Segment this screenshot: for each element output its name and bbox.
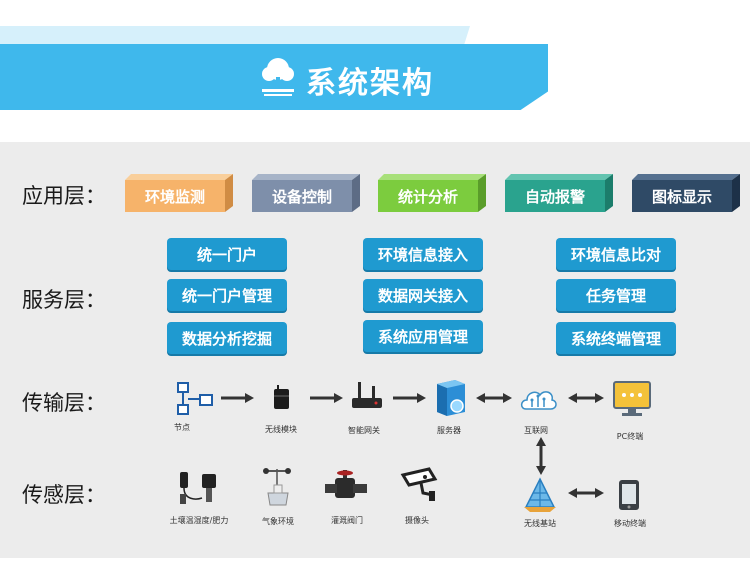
module-chart-display[interactable]: 图标显示 [632,174,742,214]
module-statistics[interactable]: 统计分析 [378,174,488,214]
layer-label-transmission: 传输层： [22,391,106,415]
valve-caption: 灌溉阀门 [331,516,363,525]
module-label: 图标显示 [632,180,732,212]
service-portal-management[interactable]: 统一门户管理 [167,279,287,311]
service-task-management[interactable]: 任务管理 [556,279,676,311]
mobile-icon [619,480,639,510]
soil-sensor-icon [180,472,216,504]
server-icon [437,380,465,416]
page-title: 系统架构 [306,66,434,101]
double-arrow-icon [476,393,512,403]
service-gateway-access[interactable]: 数据网关接入 [363,279,483,311]
weather-station-icon [263,468,291,506]
module-label: 统计分析 [378,180,478,212]
server-caption: 服务器 [437,426,461,435]
wireless-module-caption: 无线模块 [265,425,297,434]
layer-label-service: 服务层： [22,288,106,312]
module-device-control[interactable]: 设备控制 [252,174,362,214]
module-environment-monitoring[interactable]: 环境监测 [125,174,235,214]
tree-logo-icon [262,58,294,96]
arrow-right-icon [310,393,343,403]
cloud-icon [520,391,557,410]
pc-icon [613,381,651,416]
base-station-caption: 无线基站 [524,519,556,528]
valve-icon [325,470,367,498]
module-label: 环境监测 [125,180,225,212]
module-auto-alarm[interactable]: 自动报警 [505,174,615,214]
layer-label-perception: 传感层： [22,483,106,507]
module-label: 设备控制 [252,180,352,212]
camera-caption: 摄像头 [405,516,429,525]
base-station-icon [524,477,556,512]
service-terminal-management[interactable]: 系统终端管理 [556,322,676,354]
vertical-double-arrow-icon [536,437,546,475]
arrow-right-icon [393,393,426,403]
mobile-caption: 移动终端 [614,519,646,528]
wireless-module-icon [274,385,289,409]
service-data-mining[interactable]: 数据分析挖掘 [167,322,287,354]
internet-caption: 互联网 [524,426,548,435]
node-caption: 节点 [174,423,190,432]
service-app-management[interactable]: 系统应用管理 [363,320,483,352]
soil-sensor-caption: 土壤温湿度/肥力 [169,516,229,525]
gateway-caption: 智能网关 [348,426,380,435]
layer-label-application: 应用层： [22,184,106,208]
double-arrow-icon [568,488,604,498]
service-env-info-compare[interactable]: 环境信息比对 [556,238,676,270]
service-env-info-access[interactable]: 环境信息接入 [363,238,483,270]
camera-icon [400,467,438,501]
pc-caption: PC终端 [616,432,644,441]
module-label: 自动报警 [505,180,605,212]
weather-station-caption: 气象环境 [262,517,294,526]
node-icon [177,382,213,415]
gateway-icon [352,382,382,408]
arrow-right-icon [221,393,254,403]
double-arrow-icon [568,393,604,403]
service-unified-portal[interactable]: 统一门户 [167,238,287,270]
